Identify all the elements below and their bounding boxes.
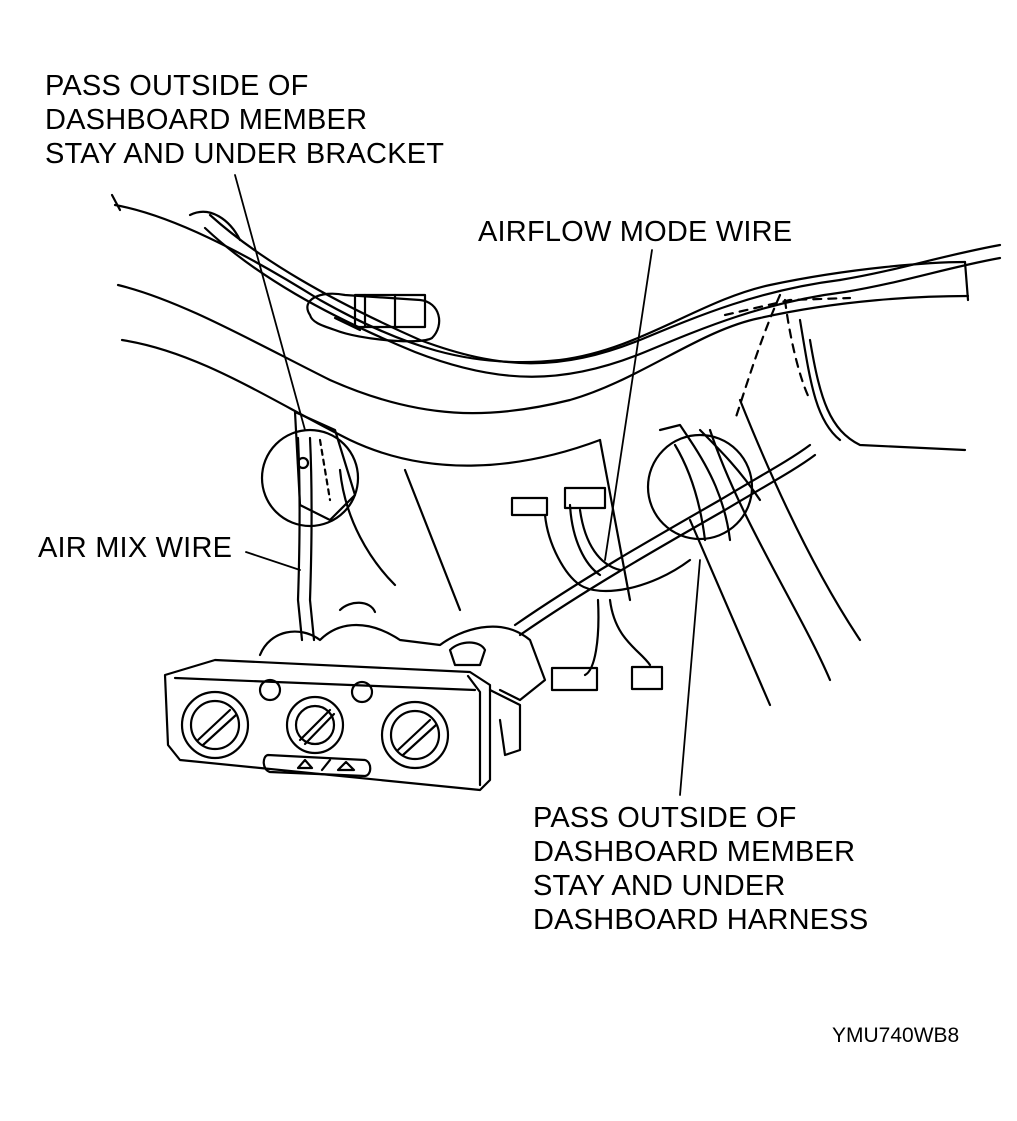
airflow-mode-wire	[513, 443, 817, 637]
airflow-mode-wire-label: AIRFLOW MODE WIRE	[478, 216, 793, 248]
harness-detail-right	[646, 423, 762, 542]
dashboard-harness	[203, 213, 1002, 378]
bottom-callout-line-1: PASS OUTSIDE OF	[533, 802, 797, 834]
sub-harness-connectors	[510, 486, 692, 692]
air-mix-wire-label: AIR MIX WIRE	[38, 532, 233, 564]
dashed-route	[723, 293, 852, 422]
figure-code: YMU740WB8	[832, 1024, 960, 1047]
top-callout-label: PASS OUTSIDE OF DASHBOARD MEMBER STAY AN…	[45, 69, 444, 171]
leader-lines	[234, 174, 701, 796]
dashboard-member	[110, 193, 970, 467]
top-callout-line-2: DASHBOARD MEMBER	[45, 104, 368, 136]
top-callout-line-3: STAY AND UNDER BRACKET	[45, 138, 445, 170]
bottom-callout-label: PASS OUTSIDE OF DASHBOARD MEMBER STAY AN…	[533, 801, 868, 937]
air-mix-wire	[296, 436, 316, 642]
bottom-callout-line-3: STAY AND UNDER	[533, 870, 786, 902]
member-stay	[338, 318, 967, 707]
top-callout-line-1: PASS OUTSIDE OF	[45, 70, 309, 102]
bottom-callout-line-4: DASHBOARD HARNESS	[533, 904, 869, 936]
bottom-callout-line-2: DASHBOARD MEMBER	[533, 836, 856, 868]
climate-control-unit	[163, 601, 547, 792]
